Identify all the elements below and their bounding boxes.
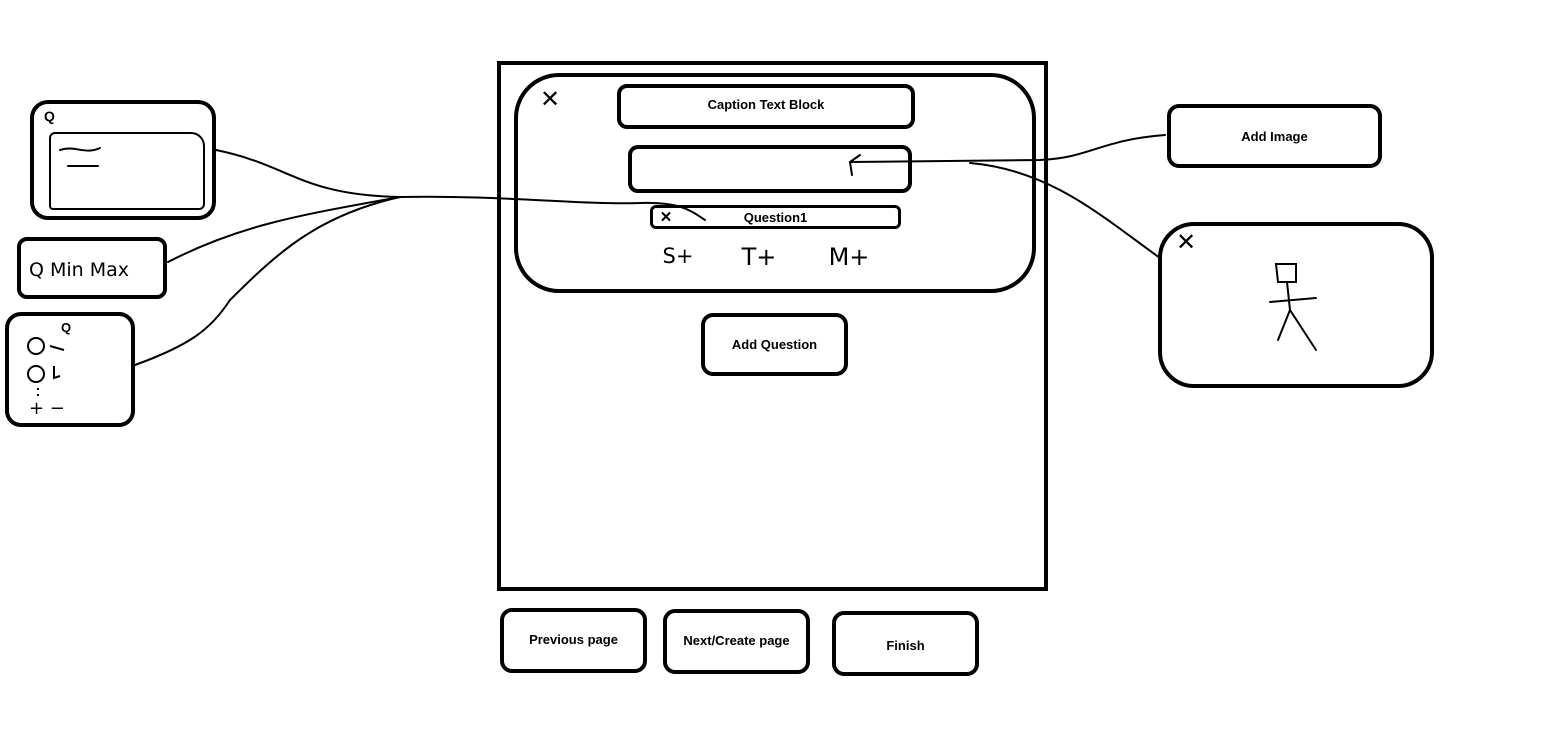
connector-hub-question [399,195,706,221]
close-image-icon[interactable]: ✕ [1175,228,1197,256]
next-page-label: Next/Create page [683,633,790,648]
caption-label: Caption Text Block [707,96,825,112]
connector-choice-question [134,196,401,366]
question-label: Question1 [743,209,808,225]
question-card [514,73,1036,293]
caption-text-block[interactable]: Caption Text Block [617,84,915,129]
add-text-button[interactable]: T+ [741,243,777,271]
add-question-button[interactable]: Add Question [701,313,848,376]
finish-button[interactable]: Finish [832,611,979,676]
add-multiple-choice-button[interactable]: M+ [828,243,870,271]
image-preview-panel [1158,222,1434,388]
text-question-label: Q [44,108,55,124]
add-remove-option-controls[interactable]: + − [29,398,65,419]
next-page-button[interactable]: Next/Create page [663,609,810,674]
connector-field-preview [969,162,1161,259]
scribble-line-1 [59,147,101,152]
choice-question-panel[interactable]: Q + − [5,312,135,427]
minmax-question-panel[interactable]: Q Min Max [17,237,167,299]
text-question-panel[interactable]: Q [30,100,216,220]
arrow-head [849,154,861,176]
radio-circle-1 [27,337,45,355]
add-scale-button[interactable]: S+ [662,244,694,268]
question-field[interactable]: Question1 [650,205,901,229]
image-field[interactable] [628,145,912,193]
radio-circle-2 [27,365,45,383]
previous-page-label: Previous page [529,632,618,647]
previous-page-button[interactable]: Previous page [500,608,647,673]
text-answer-field[interactable] [49,132,205,210]
add-image-label: Add Image [1241,128,1308,144]
stick-figure-icon [1269,263,1317,351]
add-image-button[interactable]: Add Image [1167,104,1382,168]
connector-text-question [215,149,401,198]
connector-minmax-question [167,196,401,263]
finish-label: Finish [886,637,925,653]
choice-question-label: Q [61,320,72,335]
minmax-label: Q Min Max [29,259,130,281]
page-canvas [497,61,1048,591]
delete-question-icon[interactable]: ✕ [659,209,673,226]
close-question-icon[interactable]: ✕ [539,85,561,113]
option-mark-2 [53,366,61,380]
add-question-label: Add Question [731,337,818,352]
option-mark-1 [49,345,65,351]
